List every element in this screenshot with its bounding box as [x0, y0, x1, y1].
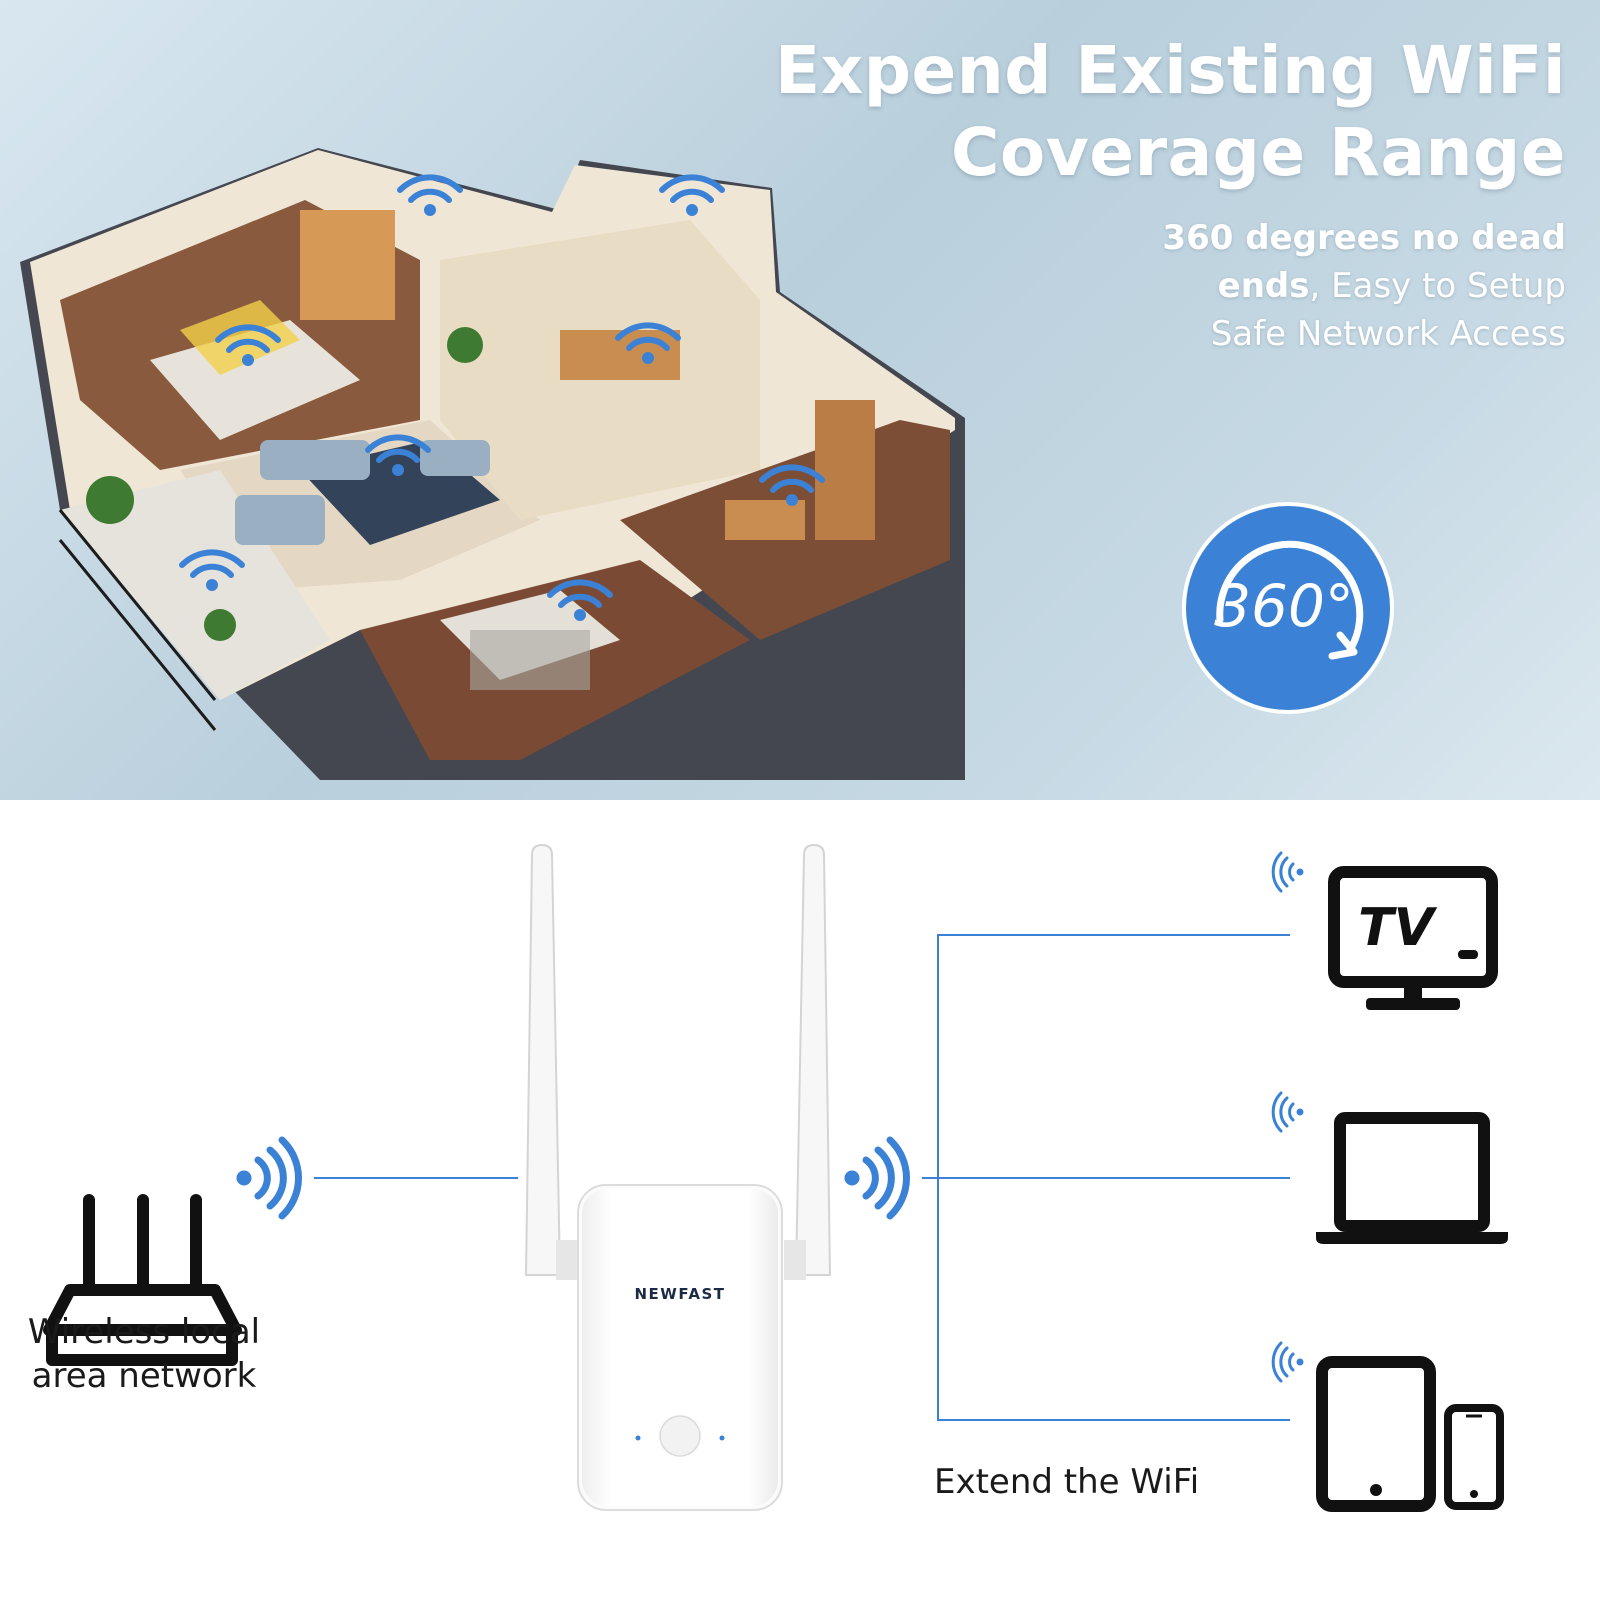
connection-diagram: TV NEWFAST	[0, 800, 1600, 1600]
router-icon	[43, 1194, 242, 1366]
diagram-graphics: TV	[43, 843, 1508, 1512]
badge-text: 360°	[1214, 572, 1354, 640]
sub-bold-1: 360 degrees no dead	[1162, 218, 1566, 258]
distribution-lines	[922, 934, 1290, 1421]
extend-caption: Extend the WiFi	[934, 1462, 1200, 1502]
sub-line-3: Safe Network Access	[1210, 314, 1566, 354]
360-degree-badge-icon: 360°	[1182, 502, 1394, 714]
floorplan-illustration	[20, 148, 965, 780]
wifi-extender-icon	[524, 843, 832, 1511]
tv-signal-icon	[1271, 851, 1304, 893]
wifi-signal-icon	[236, 1136, 302, 1220]
router-caption: Wireless local area network	[14, 1310, 274, 1398]
tablet-signal-icon	[1271, 1341, 1304, 1383]
headline-line-1: Expend Existing WiFi	[775, 32, 1566, 109]
top-banner: Expend Existing WiFi Coverage Range 360 …	[0, 0, 1600, 800]
headline: Expend Existing WiFi Coverage Range	[746, 30, 1566, 194]
phone-icon	[1444, 1404, 1504, 1510]
extender-brand-label: NEWFAST	[634, 1285, 726, 1303]
sub-rest-2: , Easy to Setup	[1309, 266, 1566, 306]
tv-label: TV	[1358, 898, 1437, 958]
headline-line-2: Coverage Range	[951, 114, 1566, 191]
router-caption-line-2: area network	[31, 1356, 257, 1396]
laptop-icon	[1316, 1112, 1508, 1244]
subheadline: 360 degrees no dead ends, Easy to Setup …	[966, 214, 1566, 358]
laptop-signal-icon	[1271, 1091, 1304, 1133]
extender-signal-icon	[844, 1136, 910, 1220]
sub-bold-2: ends	[1217, 266, 1310, 306]
tablet-icon	[1316, 1356, 1436, 1512]
tv-icon: TV	[1328, 866, 1498, 1010]
router-caption-line-1: Wireless local	[27, 1312, 261, 1352]
